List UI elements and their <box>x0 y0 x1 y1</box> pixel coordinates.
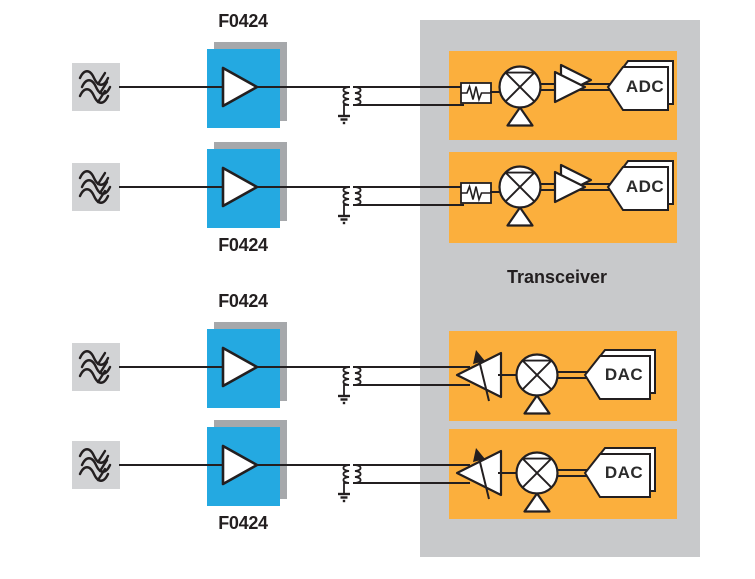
amp-part-number: F0424 <box>218 11 268 31</box>
balun-transformer-icon <box>336 181 376 233</box>
filter-block <box>72 63 120 111</box>
amp-part-number: F0424 <box>218 513 268 533</box>
filter-block <box>72 343 120 391</box>
amp-box-shadow <box>214 42 287 121</box>
filter-icon <box>72 441 120 489</box>
transceiver-label: Transceiver <box>506 267 608 287</box>
signal-line <box>119 86 350 88</box>
signal-line <box>119 464 350 466</box>
amplifier-icon <box>220 443 260 487</box>
amp-box-shadow <box>214 142 287 221</box>
amp-box-shadow <box>214 322 287 401</box>
filter-block <box>72 441 120 489</box>
balun-transformer-icon <box>336 361 376 413</box>
filter-block <box>72 163 120 211</box>
filter-icon <box>72 63 120 111</box>
amp-box <box>207 49 280 128</box>
balun-transformer-icon <box>336 81 376 133</box>
signal-line <box>119 366 350 368</box>
amp-part-number: F0424 <box>218 291 268 311</box>
amp-box-shadow <box>214 420 287 499</box>
amp-box <box>207 427 280 506</box>
balun-transformer-icon <box>336 459 376 511</box>
adc-channel-strip-2 <box>449 152 677 243</box>
amp-part-number: F0424 <box>218 235 268 255</box>
amp-box <box>207 149 280 228</box>
amp-box <box>207 329 280 408</box>
dac-channel-strip-2 <box>449 429 677 519</box>
filter-icon <box>72 163 120 211</box>
adc-channel-strip-1 <box>449 51 677 140</box>
amplifier-icon <box>220 345 260 389</box>
signal-line <box>119 186 350 188</box>
amplifier-icon <box>220 165 260 209</box>
amplifier-icon <box>220 65 260 109</box>
filter-icon <box>72 343 120 391</box>
dac-channel-strip-1 <box>449 331 677 421</box>
